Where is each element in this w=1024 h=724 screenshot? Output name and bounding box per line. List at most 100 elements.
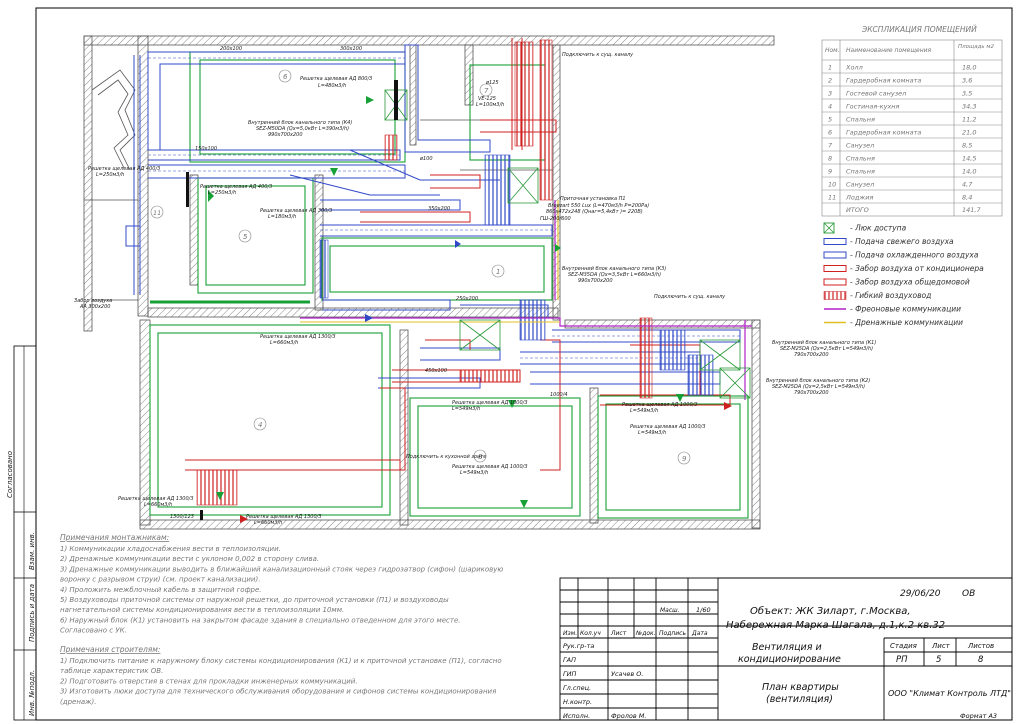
note-line: 4) Проложить межблочный кабель в защитно… [60, 586, 262, 594]
room-area-cell: 4,7 [962, 181, 973, 189]
room-area-cell: 18,0 [962, 64, 976, 72]
explication-title: ЭКСПЛИКАЦИЯ ПОМЕЩЕНИЙ [861, 25, 977, 34]
room-area-cell: 14,0 [962, 168, 976, 176]
anno: Решетка щелевая АД 1000/3 [622, 402, 698, 408]
total-label: ИТОГО [846, 206, 869, 214]
anno: L=660м3/h [254, 520, 282, 526]
tb-role: Рук.гр-та [563, 642, 594, 650]
room-area-cell: 8,4 [962, 194, 972, 202]
anno: L=480м3/h [318, 83, 346, 89]
anno: Решетка щелевая АД 1300/3 [118, 496, 194, 502]
room-name-cell: Гостиная-кухня [846, 103, 900, 111]
room-name-cell: Гардеробная комната [846, 129, 921, 137]
anno: Решетка щелевая АД 800/3 [300, 76, 372, 82]
note-line: (дренаж). [60, 698, 96, 706]
tb-col-header: Лист [610, 630, 627, 637]
anno: 250х200 [456, 296, 478, 302]
tb-scale: 1/60 [696, 606, 711, 614]
tb-role: ГАП [563, 656, 576, 664]
anno: ø125 [485, 80, 499, 86]
room-num-cell: 10 [828, 181, 836, 189]
anno: 990х700х200 [578, 278, 613, 284]
anno: Приточная установка П1 [560, 196, 626, 202]
room-number: 5 [243, 233, 248, 241]
flex-ducts-blue [319, 154, 714, 396]
tb-role: ГИП [563, 670, 576, 678]
note-line: Согласовано с УК. [60, 627, 127, 635]
anno: Подключить к сущ. каналу [654, 294, 726, 300]
room-number: 6 [283, 73, 288, 81]
room-number: 1 [496, 268, 500, 276]
note-line: 1) Коммуникации хладоснабжения вести в т… [60, 545, 281, 553]
legend-symbol [823, 222, 835, 234]
equipment [384, 89, 751, 399]
note-line: нагнетательной системы кондиционирования… [60, 606, 344, 614]
anno: Внутренний блок канального типа (К3) [562, 266, 666, 272]
anno: 200х100 [220, 46, 242, 52]
tb-col-header: Дата [691, 630, 708, 637]
legend: - Люк доступа- Подача свежего воздуха- П… [823, 222, 984, 327]
anno: 350х200 [428, 206, 450, 212]
note-line: таблице характеристик ОВ. [60, 667, 163, 675]
room-name-cell: Гардеробная комната [846, 77, 921, 85]
tb-company: ООО "Климат Контроль ЛТД" [888, 689, 1011, 698]
stamp-podp: Подпись и дата [28, 584, 36, 642]
anno: 860х472х248 (Qнаг=5,4кВт )= 220В) [546, 209, 643, 215]
annotation-layer: Решетка щелевая АД 800/3 L=480м3/h Внутр… [74, 46, 876, 526]
walls [83, 35, 775, 530]
room-area-cell: 3,5 [962, 90, 972, 98]
anno: L=250м3/h [96, 172, 124, 178]
tb-role: Н.контр. [563, 698, 592, 706]
col-header: Площадь м2 [958, 44, 995, 50]
room-num-cell: 4 [828, 103, 832, 111]
flow-arrows [208, 96, 684, 508]
room-area-cell: 14,5 [962, 155, 976, 163]
legend-symbol [823, 265, 847, 272]
legend-label: - Люк доступа [850, 224, 907, 233]
tb-sheet: 5 [936, 655, 941, 665]
room-number: 8 [478, 453, 483, 461]
total-value: 141,7 [962, 206, 981, 214]
room-number: 9 [682, 455, 687, 463]
installer-notes-title: Примечания монтажникам: [60, 533, 169, 542]
note-line: 1) Подключить питание к наружному блоку … [60, 657, 502, 665]
room-name-cell: Спальня [846, 155, 875, 163]
anno: L=549м3/h [638, 430, 666, 436]
tb-masc-label: Масш. [660, 607, 680, 614]
tb-role: Гл.спец. [563, 684, 591, 692]
room-name-cell: Холл [845, 64, 863, 72]
room-name-cell: Лоджия [845, 194, 873, 202]
anno: SEZ-M50DA (Qх=5,0кВт L=390м3/h) [256, 126, 349, 132]
anno: Решетка щелевая АД 1000/3 [452, 400, 528, 406]
tb-format: Формат А3 [960, 712, 997, 720]
flex-ducts [196, 39, 653, 506]
col-header: Ном. [825, 47, 840, 54]
anno: Внутренний блок канального типа (К1) [772, 340, 876, 346]
room-area-cell: 34,3 [962, 103, 976, 111]
legend-label: - Фреоновые коммуникации [850, 305, 961, 314]
room-num-cell: 11 [828, 194, 836, 202]
room-labels: 1 4 5 6 7 8 9 11 [150, 69, 691, 465]
legend-label: - Гибкий воздуховод [850, 291, 931, 300]
stamp-inv: Инв. №подл. [28, 670, 36, 716]
anno: 790х700х200 [794, 390, 829, 396]
anno: L=180м3/h [268, 214, 296, 220]
room-num-cell: 1 [828, 64, 832, 72]
tb-col-header: Подпись [659, 630, 686, 637]
anno: Подключить к сущ. каналу [562, 52, 634, 58]
tb-code: ОВ [962, 589, 975, 599]
grilles [186, 80, 398, 520]
anno: Решетка щелевая АД 1300/3 [246, 514, 322, 520]
tb-sheet-header: Лист [931, 642, 951, 650]
tb-sheets-header: Листов [967, 642, 994, 650]
anno: 150х100 [195, 146, 217, 152]
anno: Внутренний блок канального типа (К2) [766, 378, 870, 384]
note-line: 5) Воздуховоды приточной системы от нару… [60, 596, 449, 604]
anno: АА 300х200 [79, 304, 110, 310]
room-num-cell: 7 [828, 142, 833, 150]
note-line: 2) Подготовить отверстия в стенах для пр… [60, 677, 358, 685]
side-stamp: Согласовано Взам. инв. Подпись и дата Ин… [6, 345, 37, 721]
room-outlines [149, 51, 749, 519]
